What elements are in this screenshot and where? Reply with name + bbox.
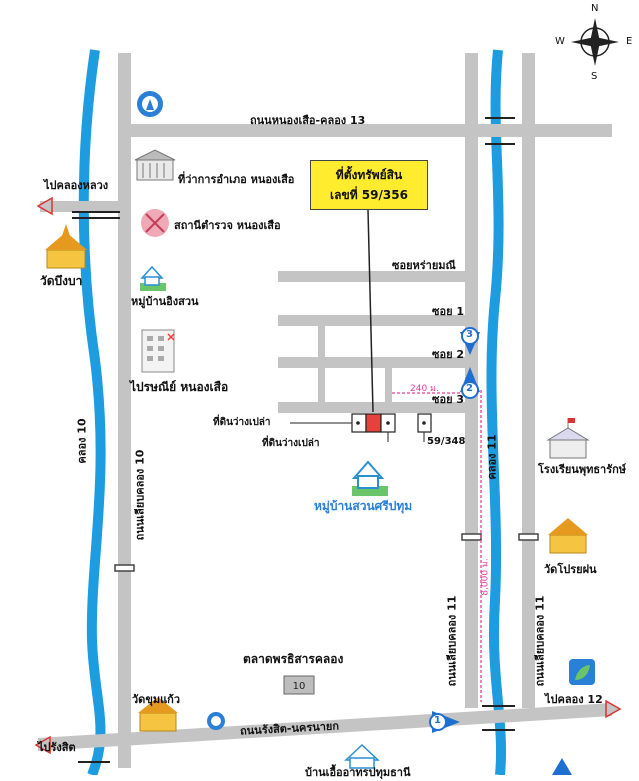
compass-s-label: S bbox=[591, 71, 598, 82]
road-label-nong-suea-klong13: ถนนหนองเสือ-คลอง 13 bbox=[250, 114, 366, 127]
road-rangsit-nakhonnayok bbox=[38, 703, 612, 751]
bridges bbox=[72, 117, 515, 763]
direction-label-klong12: ไปคลอง 12 bbox=[545, 693, 603, 706]
road-label-soi3: ซอย 3 bbox=[432, 393, 465, 406]
marker-3 bbox=[460, 327, 480, 355]
school-icon bbox=[546, 418, 590, 459]
marker-1-label: 1 bbox=[434, 715, 441, 726]
road-label-soi1: ซอย 1 bbox=[432, 305, 465, 318]
road-label-liap-klong11-b: ถนนเลียบคลอง 11 bbox=[533, 595, 547, 687]
gas-station-icon bbox=[569, 659, 595, 685]
label-moo-ban-ing-suan: หมู่บ้านอิงสวน bbox=[131, 295, 199, 308]
label-vacant-land-1: ที่ดินว่างเปล่า bbox=[213, 417, 271, 428]
label-moo-ban-suan-sri-pathum: หมู่บ้านสวนศรีปทุม bbox=[314, 499, 413, 513]
canal-label-klong10: คลอง 10 bbox=[75, 418, 89, 464]
compass-n-label: N bbox=[591, 3, 599, 14]
canal-klong10 bbox=[78, 49, 106, 775]
road-soi-link-b bbox=[385, 367, 392, 402]
callout-line2: เลขที่ 59/356 bbox=[330, 188, 408, 202]
post-office-building-icon bbox=[141, 329, 175, 373]
temple-icon-prai-fon bbox=[548, 518, 588, 554]
arrow-to-klong12 bbox=[605, 699, 622, 719]
road-liap-klong11-b bbox=[522, 53, 535, 708]
road-label-soi-raimani: ซอยหร่ายมณี bbox=[392, 259, 456, 272]
lot-subject bbox=[365, 413, 382, 433]
market-icon: 10 bbox=[283, 675, 315, 695]
temple-icon-bueng-ba bbox=[45, 224, 87, 269]
label-market: ตลาดพรธิสารคลอง bbox=[243, 652, 344, 666]
label-wat-bueng-ba: วัดบึงบา bbox=[40, 274, 83, 288]
compass-icon bbox=[571, 18, 619, 66]
direction-label-rangsit: ไปรังสิต bbox=[38, 741, 76, 754]
canal-klong11 bbox=[486, 49, 507, 775]
svg-text:10: 10 bbox=[293, 681, 306, 692]
label-bottom-cut: บ้านเอื้ออาทรปทุมธานี bbox=[305, 766, 411, 779]
compass-e-label: E bbox=[626, 36, 633, 47]
arrow-to-klong-luang bbox=[36, 196, 53, 216]
village-icon-ing-suan bbox=[140, 265, 166, 291]
label-distance-8000: 8,000 ม. bbox=[480, 558, 491, 596]
road-to-klong-luang bbox=[40, 201, 122, 212]
road-liap-klong10 bbox=[118, 53, 131, 768]
label-distance-240: 240 ม. bbox=[410, 384, 439, 394]
label-school: โรงเรียนพุทธารักษ์ bbox=[538, 463, 627, 476]
callout-pointer bbox=[367, 209, 374, 413]
arrow-to-rangsit bbox=[34, 735, 51, 755]
compass-w-label: W bbox=[555, 36, 565, 47]
district-office-icon bbox=[134, 149, 176, 181]
property-callout: ที่ตั้งทรัพย์สิน เลขที่ 59/356 bbox=[310, 160, 428, 210]
label-vacant-land-2: ที่ดินว่างเปล่า bbox=[262, 438, 320, 449]
legend-marker-cut-icon bbox=[552, 758, 572, 775]
village-icon-bottom bbox=[344, 743, 380, 769]
bank-icon bbox=[137, 91, 163, 117]
road-label-soi2: ซอย 2 bbox=[432, 348, 465, 361]
label-post-office: ไปรษณีย์ หนองเสือ bbox=[130, 380, 229, 394]
village-icon-suan-sri-pathum bbox=[351, 460, 388, 496]
road-soi-link-a bbox=[318, 326, 325, 402]
road-soi-raimani bbox=[278, 271, 468, 282]
canal-label-klong11: คลอง 11 bbox=[485, 434, 499, 480]
label-wat-prai-fon: วัดโปรยฝน bbox=[544, 563, 597, 576]
marker-2 bbox=[460, 367, 480, 399]
direction-label-klong-luang: ไปคลองหลวง bbox=[44, 179, 109, 192]
road-label-liap-klong11-a: ถนนเลียบคลอง 11 bbox=[445, 595, 459, 687]
police-station-icon bbox=[141, 209, 169, 237]
temple-icon-khum-kaeo bbox=[138, 697, 178, 732]
label-district-office: ที่ว่าการอำเภอ หนองเสือ bbox=[178, 173, 295, 186]
label-police-station: สถานีตำรวจ หนองเสือ bbox=[174, 219, 281, 232]
road-label-liap-klong10: ถนนเลียบคลอง 10 bbox=[133, 449, 147, 541]
road-nong-suea-klong13 bbox=[122, 124, 612, 137]
label-wat-khum-kaeo: วัดขุมแก้ว bbox=[132, 693, 181, 706]
marker-3-label: 3 bbox=[466, 329, 473, 340]
marker-1 bbox=[429, 711, 460, 733]
road-soi1 bbox=[278, 315, 468, 326]
road-soi2 bbox=[278, 357, 468, 368]
marker-2-label: 2 bbox=[466, 383, 473, 394]
bank-icon-rangsit bbox=[207, 712, 225, 730]
label-lot-59-348: 59/348 bbox=[427, 436, 466, 447]
callout-line1: ที่ตั้งทรัพย์สิน bbox=[335, 168, 403, 182]
